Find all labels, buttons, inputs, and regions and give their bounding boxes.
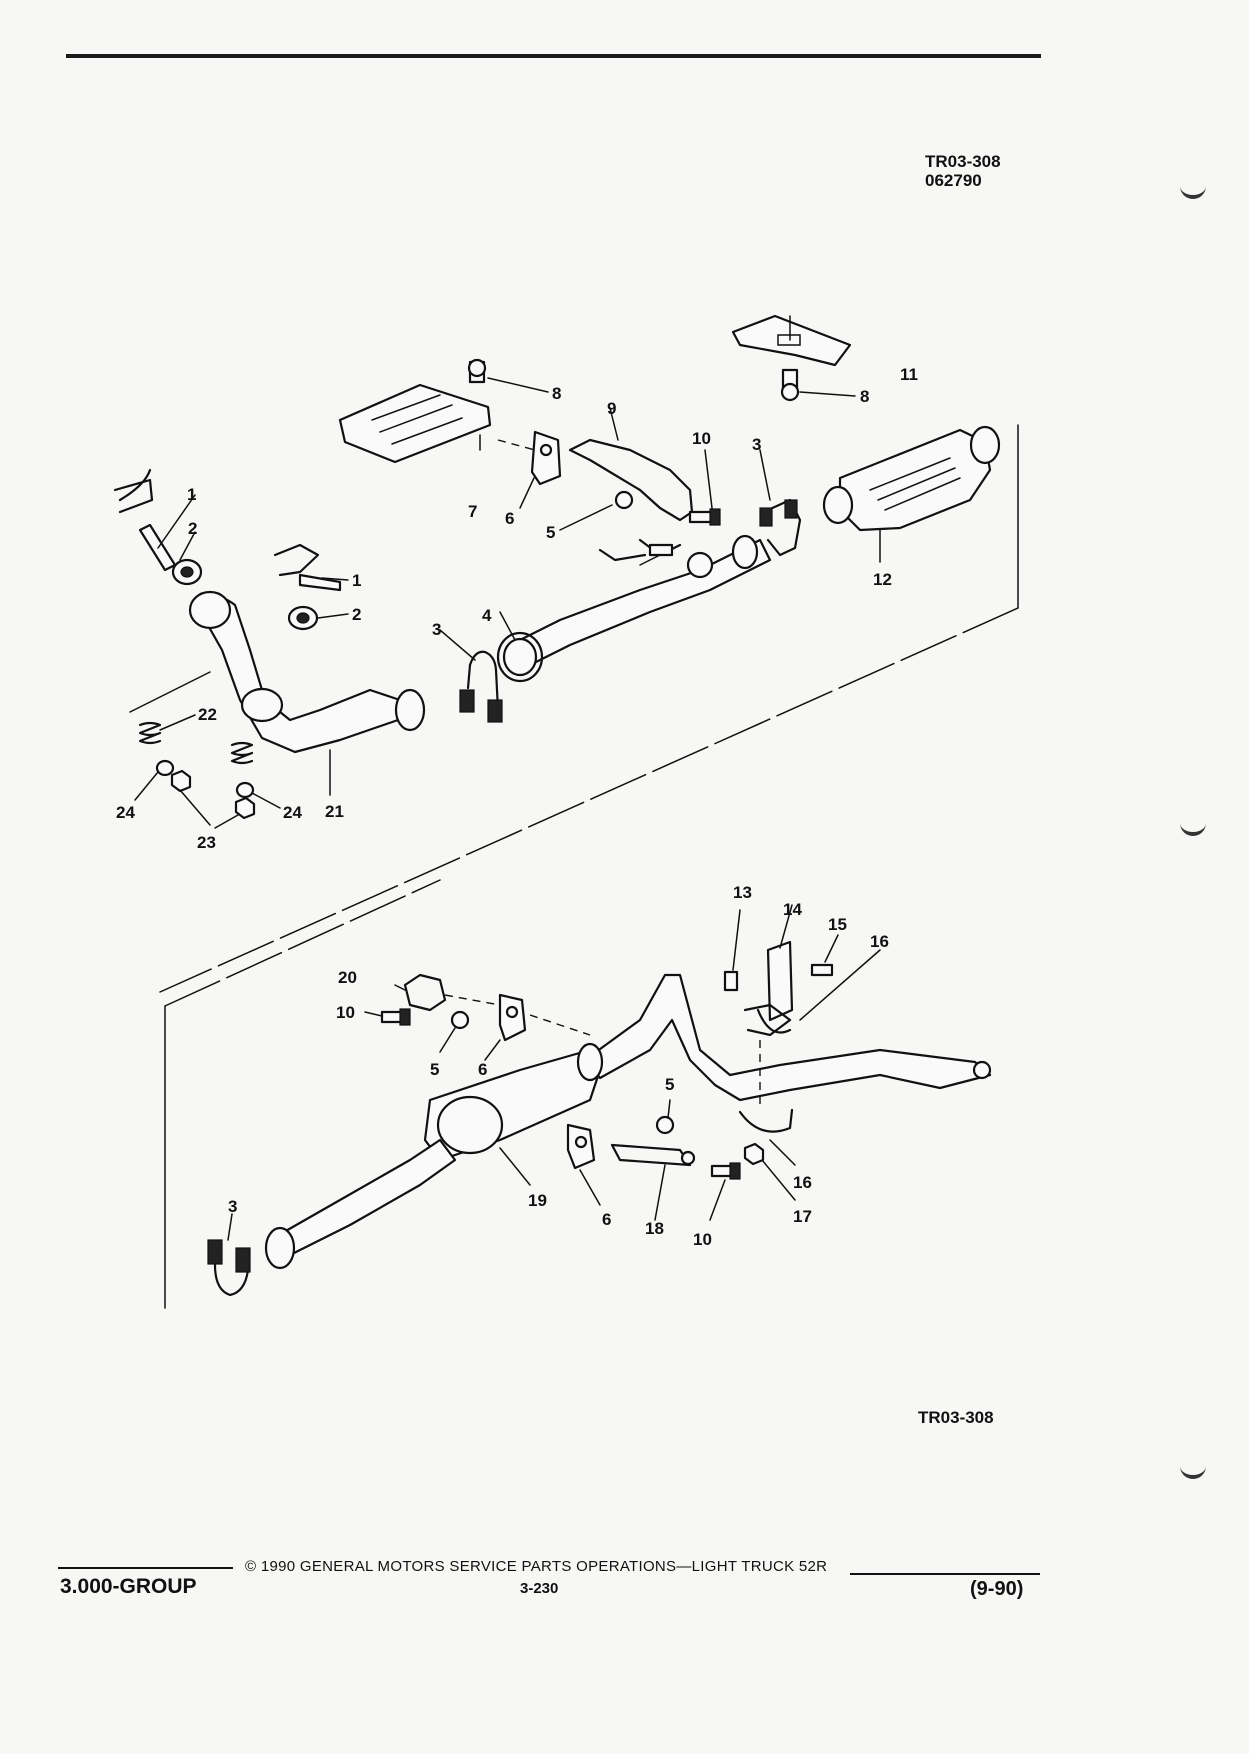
bolt-10-upper — [688, 449, 721, 526]
bolt-15 — [810, 934, 839, 977]
hanger-20 — [394, 973, 447, 1012]
callout-19: 19 — [528, 1191, 547, 1210]
callout-11: 11 — [900, 365, 918, 384]
callout-14: 14 — [783, 900, 802, 919]
upper-frame — [159, 424, 1019, 993]
callout-17: 17 — [793, 1207, 812, 1226]
washer-24-left — [134, 759, 175, 801]
callout-22: 22 — [198, 705, 217, 724]
callout-7: 7 — [468, 502, 477, 521]
callout-8: 8 — [552, 384, 561, 403]
bracket-14 — [743, 904, 794, 1037]
spring-22-right — [230, 741, 254, 765]
callout-24: 24 — [283, 803, 302, 822]
u-clamp-3-right — [759, 449, 802, 557]
callout-6: 6 — [505, 509, 514, 528]
leader-19 — [499, 1147, 531, 1186]
callout-1: 1 — [352, 571, 361, 590]
insulator-6-lower-left — [444, 993, 591, 1061]
callout-20: 20 — [338, 968, 357, 987]
nut-5-lower-left — [439, 1010, 470, 1053]
lower-inlet-pipe — [264, 1138, 457, 1270]
footer-revision: (9-90) — [970, 1578, 1024, 1600]
callout-16: 16 — [870, 932, 889, 951]
footer-group: 3.000-GROUP — [60, 1575, 197, 1598]
callout-3: 3 — [228, 1197, 237, 1216]
clamp-16-lower — [738, 1108, 796, 1166]
lower-frame — [164, 879, 441, 1309]
leader-manifold — [129, 671, 211, 713]
binder-mark — [1180, 185, 1206, 199]
callout-10: 10 — [336, 1003, 355, 1022]
callout-13: 13 — [733, 883, 752, 902]
intermediate-pipe — [502, 534, 772, 677]
clamp-16-upper — [756, 949, 881, 1034]
footer-page-number: 3-230 — [520, 1580, 559, 1597]
insulator-6-lower-right — [566, 1123, 601, 1206]
callout-23: 23 — [197, 833, 216, 852]
heat-shield-7 — [338, 383, 492, 464]
nut-5-upper — [559, 490, 634, 531]
manifold-stud-1-right — [273, 543, 349, 592]
insulator-6-upper — [497, 430, 562, 509]
callout-15: 15 — [828, 915, 847, 934]
hanger-18 — [610, 1143, 696, 1221]
sleeve-4 — [496, 611, 544, 683]
crossover-pipe-21 — [188, 590, 426, 796]
callout-9: 9 — [607, 399, 616, 418]
callout-10: 10 — [692, 429, 711, 448]
callout-5: 5 — [546, 523, 555, 542]
bolt-13 — [723, 909, 741, 992]
hanger-bracket-9 — [568, 407, 694, 522]
grommet-2-right — [287, 605, 349, 631]
bolt-8-right — [780, 368, 856, 402]
bottom-drawing-number: TR03-308 — [918, 1408, 994, 1427]
u-clamp-3-middle — [439, 629, 503, 723]
u-clamp-3-lower — [207, 1213, 251, 1297]
callout-2: 2 — [352, 605, 361, 624]
callouts: 1 1 2 2 3 3 3 4 5 5 5 6 6 6 7 8 8 9 10 1… — [116, 365, 918, 1249]
top-rule — [66, 54, 1041, 58]
callout-6: 6 — [478, 1060, 487, 1079]
leader-22 — [159, 714, 196, 731]
heat-shield-11 — [731, 314, 852, 367]
callout-3: 3 — [432, 620, 441, 639]
tailpipe — [583, 973, 992, 1102]
drawing-id-block: TR03-308 062790 — [925, 152, 1001, 190]
footer-copyright: © 1990 GENERAL MOTORS SERVICE PARTS OPER… — [245, 1558, 828, 1575]
nut-23-right — [214, 796, 256, 829]
bolt-8-upper — [467, 358, 549, 393]
callout-5: 5 — [665, 1075, 674, 1094]
nut-23-left — [170, 769, 211, 826]
callout-2: 2 — [188, 519, 197, 538]
binder-mark — [1180, 1465, 1206, 1479]
callout-8: 8 — [860, 387, 869, 406]
grommet-2-left — [171, 531, 203, 586]
muffler-19 — [423, 1042, 604, 1162]
binder-mark — [1180, 822, 1206, 836]
callout-24: 24 — [116, 803, 135, 822]
callout-5: 5 — [430, 1060, 439, 1079]
callout-21: 21 — [325, 802, 344, 821]
catalytic-converter-12 — [822, 425, 1001, 563]
bolt-10-lower-right — [709, 1162, 741, 1221]
nut-5-lower-right — [655, 1099, 675, 1135]
callout-6: 6 — [602, 1210, 611, 1229]
footer-rule-left — [58, 1567, 233, 1569]
callout-1: 1 — [187, 485, 196, 504]
callout-4: 4 — [482, 606, 492, 625]
date-code: 062790 — [925, 171, 982, 190]
callout-10: 10 — [693, 1230, 712, 1249]
callout-16: 16 — [793, 1173, 812, 1192]
nut-17 — [743, 1142, 796, 1201]
callout-3: 3 — [752, 435, 761, 454]
bolt-10-lower-left — [364, 1008, 411, 1026]
footer-rule-right — [850, 1573, 1040, 1575]
washer-24-right — [235, 781, 281, 809]
callout-12: 12 — [873, 570, 892, 589]
drawing-number: TR03-308 — [925, 152, 1001, 171]
callout-18: 18 — [645, 1219, 664, 1238]
spring-22-left — [138, 721, 162, 745]
